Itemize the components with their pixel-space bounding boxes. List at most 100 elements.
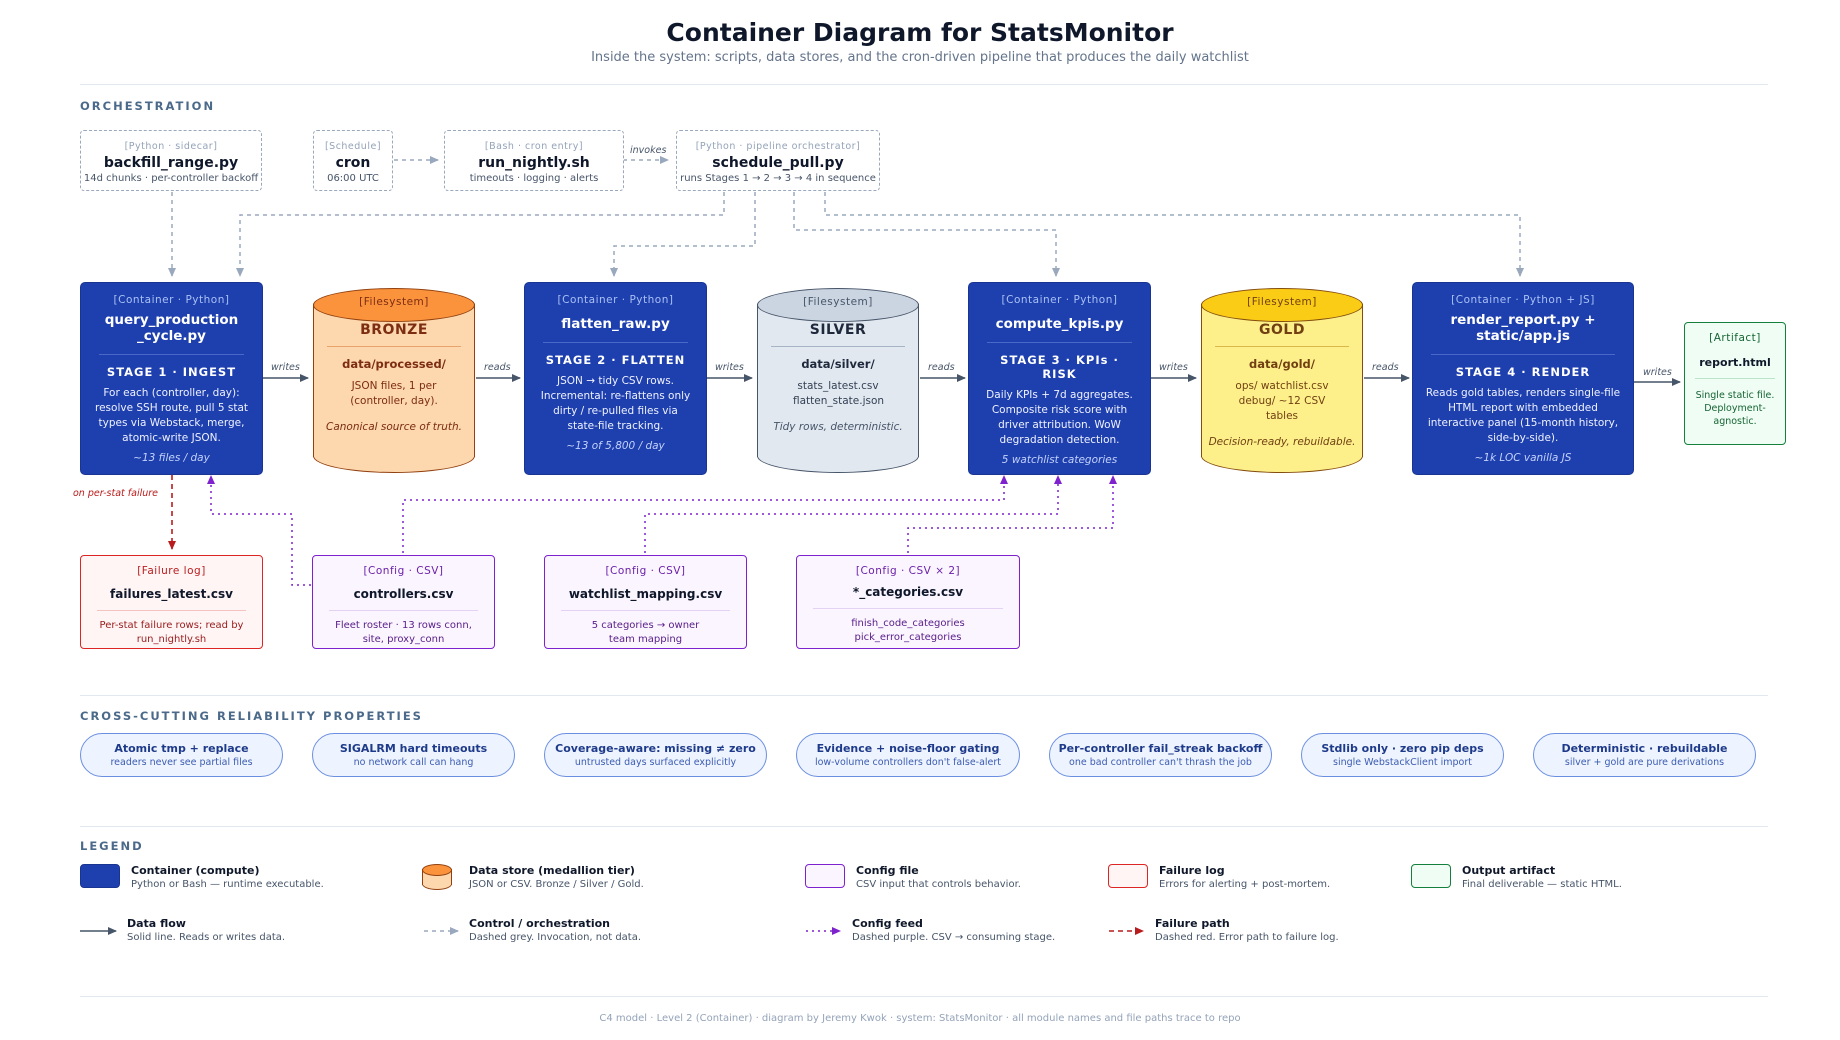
container-kpis: [Container · Python] compute_kpis.py STA… [968,282,1151,475]
cron-name: cron [335,155,371,171]
legend-container-swatch [80,864,120,888]
control-schedule-to-ingest [236,192,725,277]
flatten-name: flatten_raw.py [561,316,670,332]
backfill-range-box: [Python · sidecar] backfill_range.py 14d… [80,130,262,191]
datastore-gold: [Filesystem] GOLD data/gold/ ops/ watchl… [1201,288,1363,473]
separator [327,346,461,347]
edge-label-writes: writes [271,362,300,373]
categories-tag: [Config · CSV × 2] [855,565,961,577]
legend-datastore: Data store (medallion tier) JSON or CSV.… [469,864,644,890]
separator [99,354,244,355]
controllers-name: controllers.csv [353,587,454,601]
pill-title: Coverage-aware: missing ≠ zero [555,742,756,755]
config-watchlist-card: [Config · CSV] watchlist_mapping.csv 5 c… [544,555,747,649]
legend-subtitle: Python or Bash — runtime executable. [131,879,324,890]
cron-box: [Schedule] cron 06:00 UTC [313,130,393,191]
separator [543,342,688,343]
failures-desc: Per-stat failure rows; read by run_night… [99,620,244,645]
silver-desc: stats_latest.csv flatten_state.json [793,380,885,407]
render-foot: ~1k LOC vanilla JS [1474,452,1572,464]
legend-title: Config file [856,864,919,877]
flatten-tag: [Container · Python] [557,294,674,306]
reliability-pill: Evidence + noise-floor gating low-volume… [796,733,1020,777]
kpis-name: compute_kpis.py [995,316,1124,332]
watchlist-name: watchlist_mapping.csv [568,587,723,601]
container-render: [Container · Python + JS] render_report.… [1412,282,1634,475]
config-watchlist-to-kpis [644,475,1062,553]
pill-subtitle: no network call can hang [353,757,474,768]
artifact-report: [Artifact] report.html Single static fil… [1684,322,1786,445]
pill-subtitle: silver + gold are pure derivations [1564,757,1725,768]
pill-title: Stdlib only · zero pip deps [1321,742,1484,755]
ingest-desc: For each (controller, day): resolve SSH … [95,387,248,444]
kpis-tag: [Container · Python] [1001,294,1118,306]
container-ingest: [Container · Python] query_production _c… [80,282,263,475]
section-heading-legend: LEGEND [80,839,144,853]
legend-subtitle: Dashed purple. CSV → consuming stage. [852,932,1056,943]
datastore-bronze: [Filesystem] BRONZE data/processed/ JSON… [313,288,475,473]
schedule-pull-box: [Python · pipeline orchestrator] schedul… [676,130,880,191]
pill-title: SIGALRM hard timeouts [339,742,488,755]
invokes-label: invokes [630,145,667,156]
control-schedule-to-flatten [610,192,756,277]
nightly-desc: timeouts · logging · alerts [469,173,599,184]
config-categories-to-kpis [907,475,1117,553]
section-heading-reliability: CROSS-CUTTING RELIABILITY PROPERTIES [80,709,423,723]
legend-title: Config feed [852,917,923,930]
config-controllers-to-ingest [207,475,311,586]
bronze-foot: Canonical source of truth. [326,421,462,433]
legend-dataflow: Data flow Solid line. Reads or writes da… [127,917,285,943]
legend-configfeed: Config feed Dashed purple. CSV → consumi… [852,917,1055,943]
artifact-name: report.html [1699,356,1771,369]
edge-label-writes: writes [1643,367,1672,378]
legend-subtitle: Dashed grey. Invocation, not data. [469,932,642,943]
gold-path: data/gold/ [1249,357,1315,371]
section-heading-orchestration: ORCHESTRATION [80,99,216,113]
separator [1431,354,1615,355]
schedule-tag: [Python · pipeline orchestrator] [695,141,861,152]
render-stage: STAGE 4 · RENDER [1455,365,1591,379]
legend-title: Data store (medallion tier) [469,864,635,877]
pill-subtitle: readers never see partial files [110,757,253,768]
silver-path: data/silver/ [801,357,875,371]
reliability-pill: Per-controller fail_streak backoff one b… [1049,733,1272,777]
separator [1215,346,1349,347]
separator [771,346,905,347]
bronze-desc: JSON files, 1 per (controller, day). [350,380,438,407]
footer-note: C4 model · Level 2 (Container) · diagram… [599,1013,1241,1024]
categories-name: *_categories.csv [852,585,964,599]
separator [1695,378,1775,379]
divider [80,84,1768,85]
divider [80,996,1768,997]
pill-subtitle: single WebstackClient import [1333,757,1472,768]
legend-title: Failure path [1155,917,1230,930]
pill-title: Atomic tmp + replace [114,742,249,755]
control-schedule-to-kpis [793,192,1060,277]
edge-label-failure: on per-stat failure [73,488,158,499]
separator [987,342,1132,343]
legend-title: Data flow [127,917,186,930]
bronze-path: data/processed/ [342,357,446,371]
bronze-tag: [Filesystem] [359,296,429,308]
gold-foot: Decision-ready, rebuildable. [1208,436,1356,448]
config-controllers-card: [Config · CSV] controllers.csv Fleet ros… [312,555,495,649]
legend-title: Container (compute) [131,864,260,877]
run-nightly-box: [Bash · cron entry] run_nightly.sh timeo… [444,130,624,191]
bronze-tier: BRONZE [360,322,428,338]
legend-subtitle: Dashed red. Error path to failure log. [1155,932,1339,943]
backfill-tag: [Python · sidecar] [124,141,218,152]
edge-label-reads: reads [1372,362,1399,373]
artifact-desc: Single static file. Deployment-agnostic. [1695,390,1775,427]
separator [329,610,478,611]
reliability-pill: Stdlib only · zero pip deps single Webst… [1301,733,1504,777]
edge-label-reads: reads [928,362,955,373]
pill-title: Deterministic · rebuildable [1561,742,1728,755]
legend-container: Container (compute) Python or Bash — run… [131,864,324,890]
artifact-tag: [Artifact] [1709,332,1761,344]
watchlist-desc: 5 categories → owner team mapping [591,620,700,645]
divider [80,695,1768,696]
legend-subtitle: Errors for alerting + post-mortem. [1159,879,1331,890]
controllers-desc: Fleet roster · 13 rows conn, site, proxy… [335,620,472,645]
flatten-desc: JSON → tidy CSV rows. Incremental: re-fl… [540,375,691,432]
